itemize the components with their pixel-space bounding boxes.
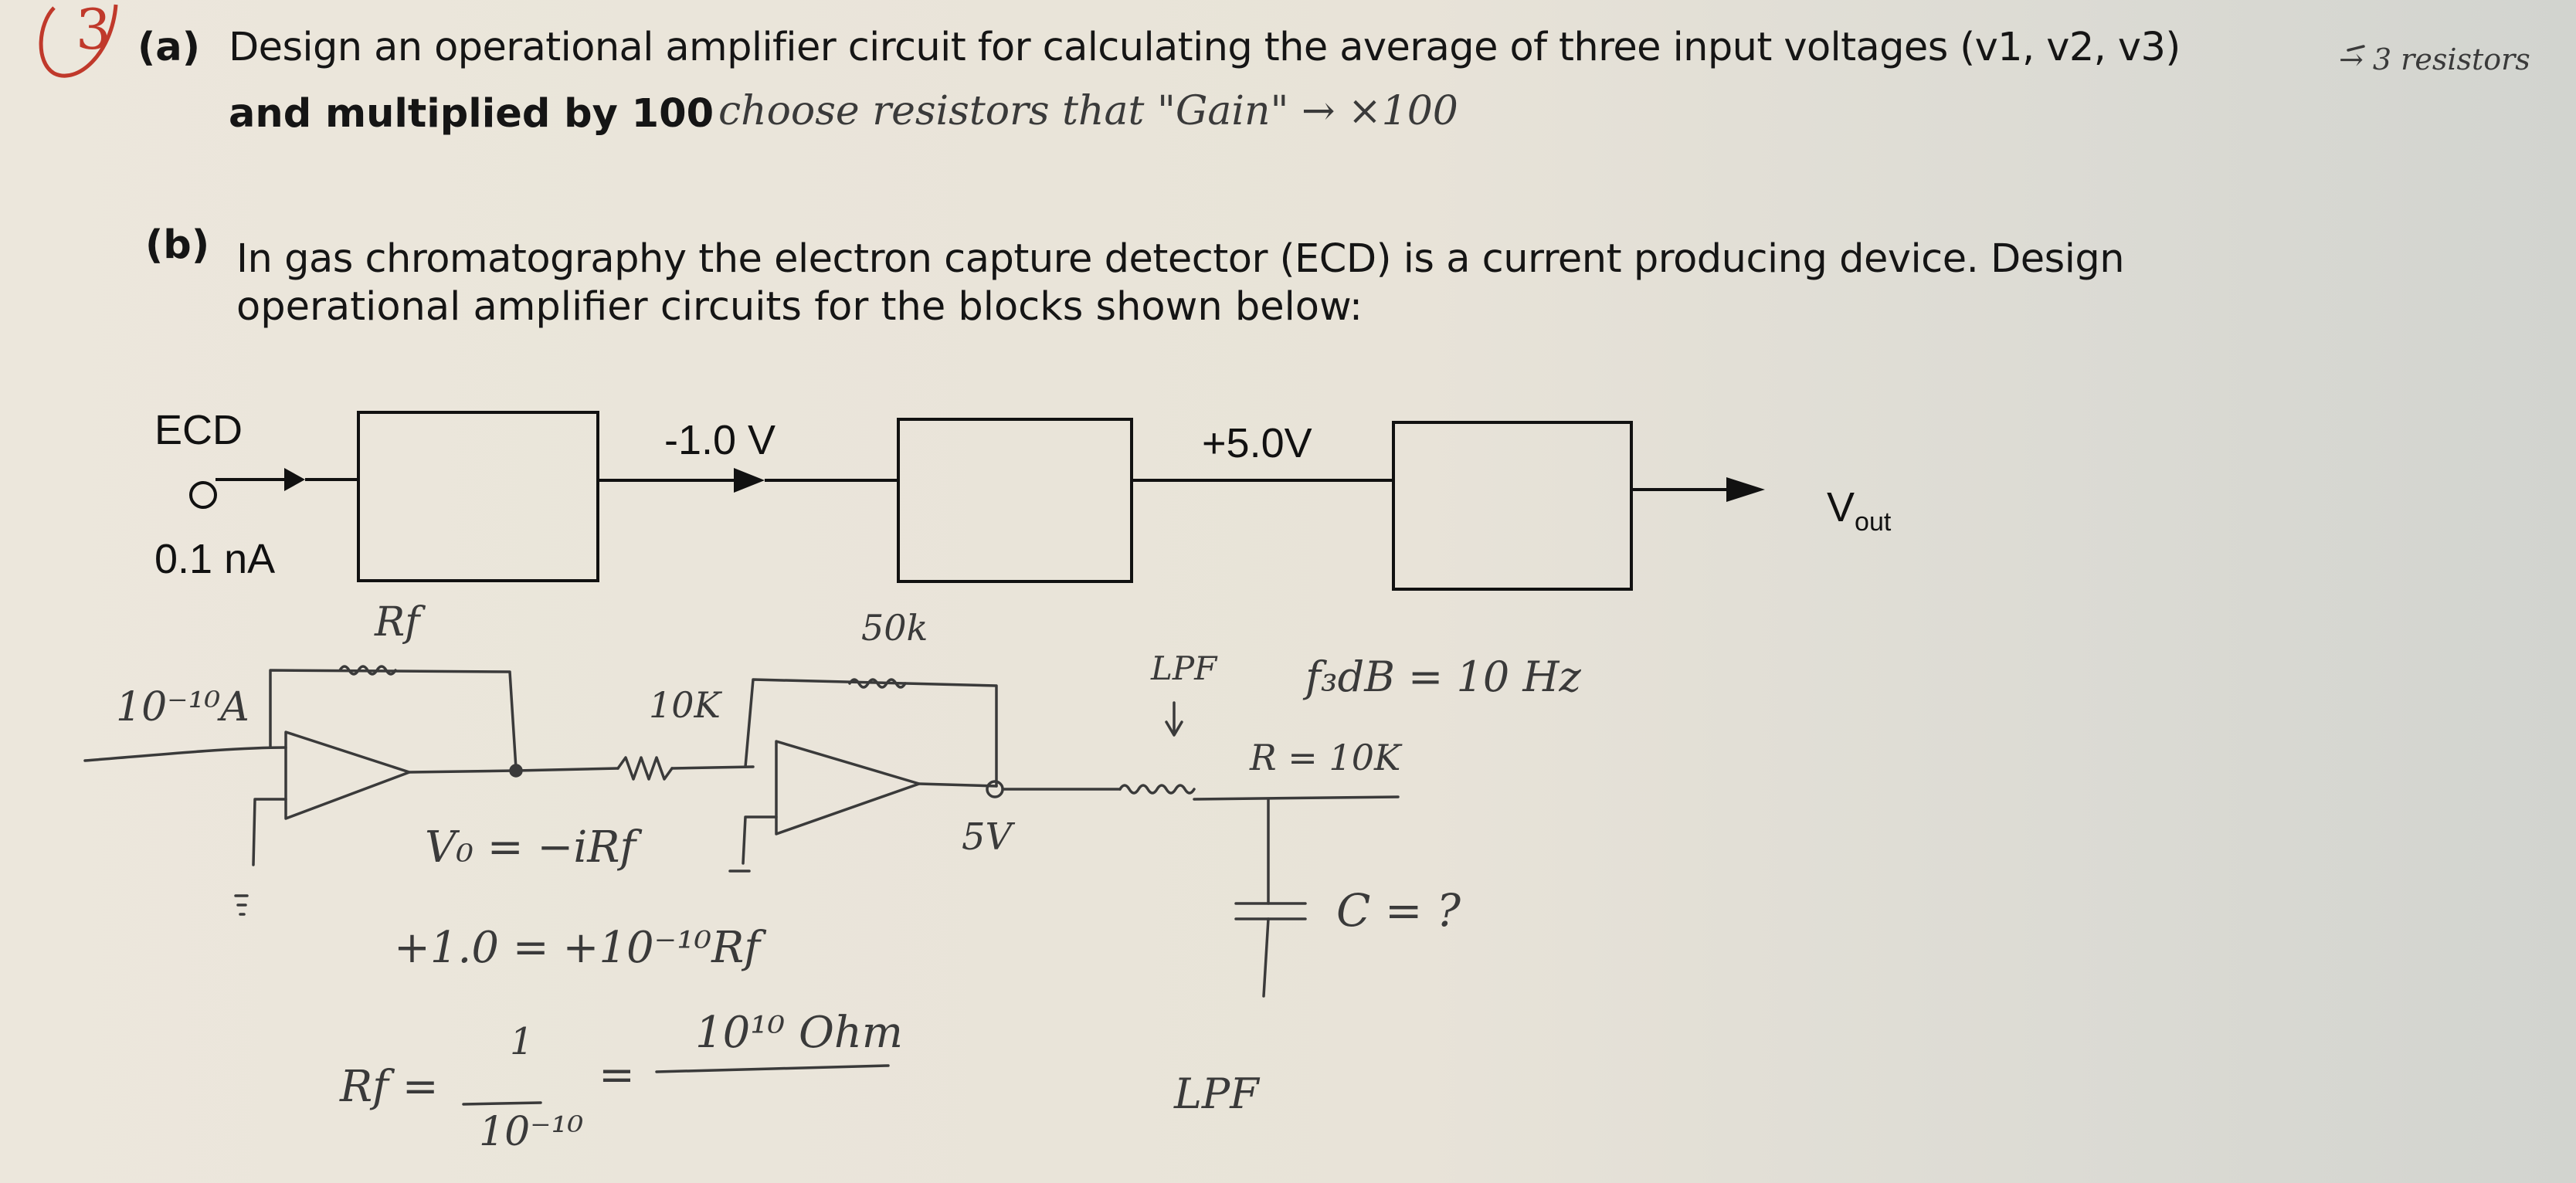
question-number: 3 [76, 0, 111, 62]
hw-vo-equation: V₀ = −iRf [425, 822, 636, 873]
vout-label: Vout [1827, 484, 1892, 537]
hw-rf-fraction-num: 1 [510, 1020, 534, 1063]
hw-lpf-bottom: LPF [1174, 1069, 1259, 1118]
ecd-source-terminal [189, 481, 217, 509]
hw-r10k: 10K [649, 684, 721, 726]
block-3 [1392, 421, 1633, 591]
part-a-line1: Design an operational amplifier circuit … [229, 25, 2181, 70]
hw-equals-2: = [599, 1050, 635, 1100]
stage2-output-label: +5.0V [1202, 420, 1312, 466]
block-diagram [189, 411, 1765, 591]
block-2 [897, 418, 1133, 583]
hw-rf-solution-left: Rf = [340, 1062, 439, 1112]
opamp-2-symbol [775, 740, 921, 836]
hw-r-value: R = 10K [1250, 737, 1401, 778]
stage1-output-label: -1.0 V [664, 417, 776, 463]
opamp-1-symbol [284, 730, 411, 820]
part-a-gain-note: choose resistors that "Gain" → ×100 [718, 88, 1458, 134]
hw-c-value: C = ? [1336, 884, 1461, 937]
hw-r50k: 50k [861, 607, 928, 649]
question-circle [39, 4, 118, 78]
hw-f3db: f₃dB = 10 Hz [1305, 653, 1581, 701]
part-b-letter: (b) [145, 222, 210, 268]
handwritten-circuit [83, 45, 2365, 1106]
hw-rf-label: Rf [375, 599, 420, 646]
hw-5v: 5V [962, 815, 1013, 859]
part-b-line1: In gas chromatography the electron captu… [236, 236, 2125, 282]
ecd-label: ECD [154, 407, 243, 453]
part-b-line2: operational amplifier circuits for the b… [236, 284, 1363, 330]
hw-rf-result: 10¹⁰ Ohm [695, 1008, 904, 1058]
ecd-current-label: 0.1 nA [154, 536, 276, 582]
hw-input-current: 10⁻¹⁰A [116, 684, 249, 730]
hw-lpf-top: LPF [1151, 649, 1217, 687]
part-a-arrow-note: → 3 resistors [2339, 42, 2530, 76]
hw-rf-fraction-den: 10⁻¹⁰ [479, 1109, 584, 1155]
part-a-letter: (a) [137, 25, 201, 70]
block-1 [357, 411, 599, 582]
part-a-line2: and multiplied by 100 [229, 91, 714, 137]
hw-eq-plus1: +1.0 = +10⁻¹⁰Rf [394, 923, 761, 973]
